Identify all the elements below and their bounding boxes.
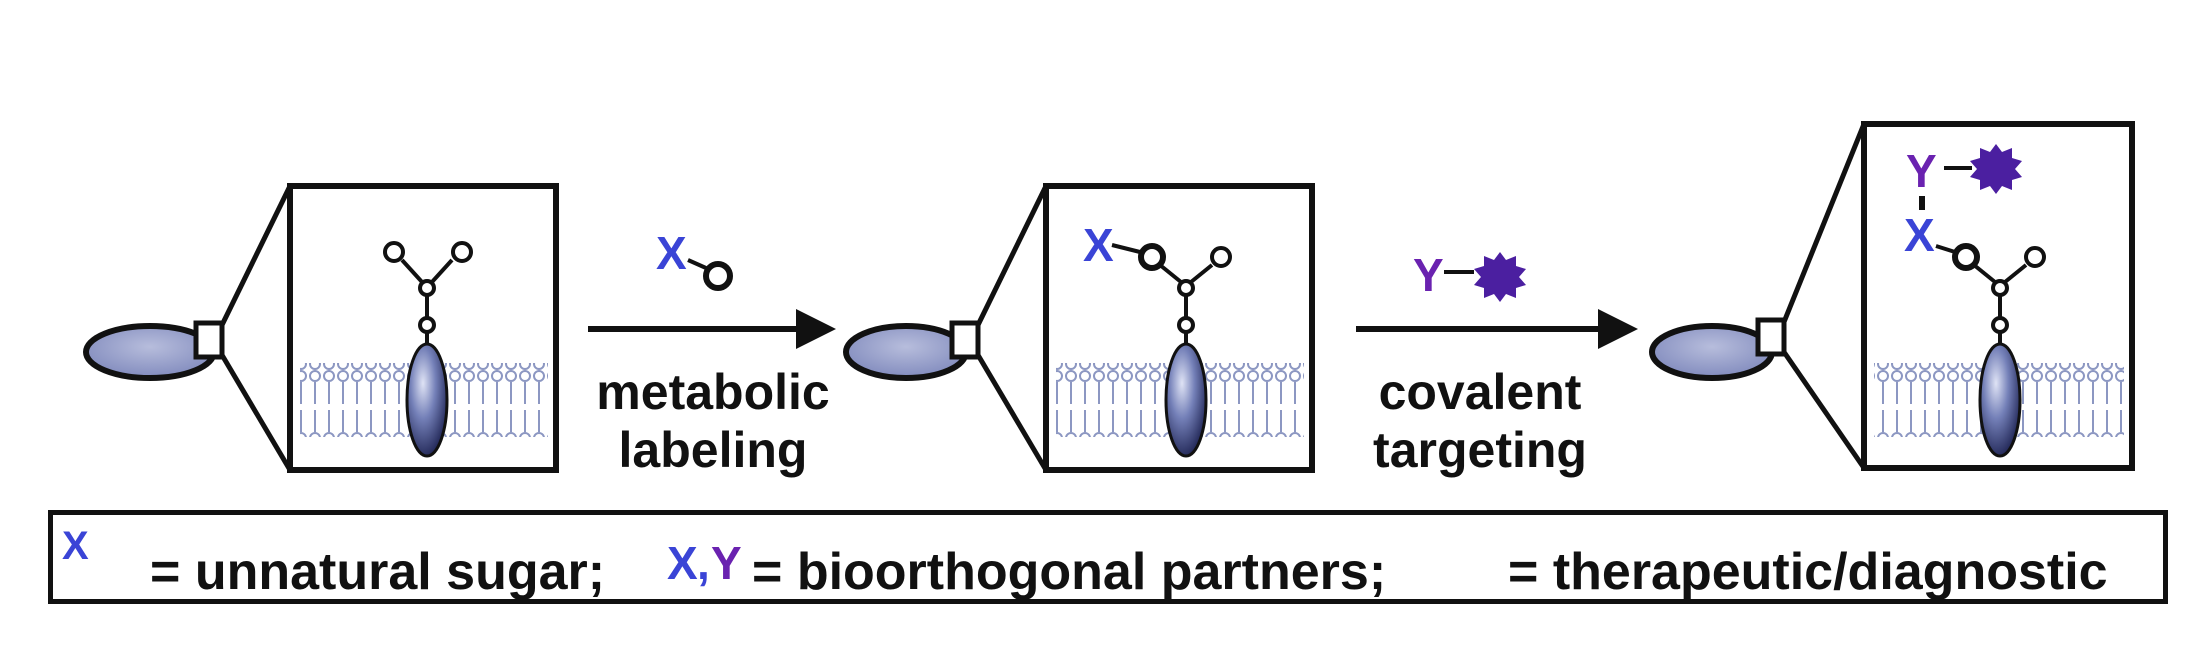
legend-xy-x: X <box>667 537 698 589</box>
glycan-2 <box>1111 243 1232 344</box>
step-label-metabolic: metabolic labeling <box>568 367 858 475</box>
legend-box <box>48 510 2168 604</box>
cell-3 <box>1649 323 1775 381</box>
payload-icon-attached <box>1970 144 2022 194</box>
legend-x-label: X <box>62 524 89 568</box>
reagent-y-label-2: Y <box>1906 145 1937 197</box>
reaction-arrow-1 <box>588 258 836 349</box>
step-2-label-line2: targeting <box>1373 422 1587 478</box>
reagent-x-label-3: X <box>1904 209 1935 261</box>
step-1-label-line1: metabolic <box>596 364 830 420</box>
reagent-y-label-1: Y <box>1413 249 1444 301</box>
legend-payload-text: = therapeutic/diagnostic <box>1508 543 2108 601</box>
glycan-1 <box>383 241 473 344</box>
reagent-x-label-1: X <box>656 227 687 279</box>
zoom-marker-3 <box>1755 317 1787 357</box>
legend-partners-text: = bioorthogonal partners; <box>752 543 1387 601</box>
panel-2 <box>843 183 1315 473</box>
panel-1 <box>83 183 559 473</box>
panel-3 <box>1649 121 2135 471</box>
reaction-arrow-2 <box>1356 252 1638 349</box>
payload-icon <box>1474 252 1526 302</box>
step-2-label-line1: covalent <box>1378 364 1582 420</box>
cell-2 <box>843 323 969 381</box>
protein-2 <box>1164 342 1208 458</box>
legend-xy-y: Y <box>711 537 742 589</box>
step-1-label-line2: labeling <box>618 422 808 478</box>
protein-3 <box>1978 342 2022 458</box>
protein-1 <box>405 342 449 458</box>
step-label-covalent: covalent targeting <box>1335 367 1625 475</box>
unnatural-sugar-icon <box>687 258 733 291</box>
reagent-x-label-2: X <box>1083 219 1114 271</box>
legend-sugar-text: = unnatural sugar; <box>150 543 606 601</box>
zoom-marker-2 <box>949 320 981 360</box>
glycan-3 <box>1919 166 2046 344</box>
zoom-marker-1 <box>193 320 225 360</box>
legend-xy-comma: , <box>697 537 710 589</box>
